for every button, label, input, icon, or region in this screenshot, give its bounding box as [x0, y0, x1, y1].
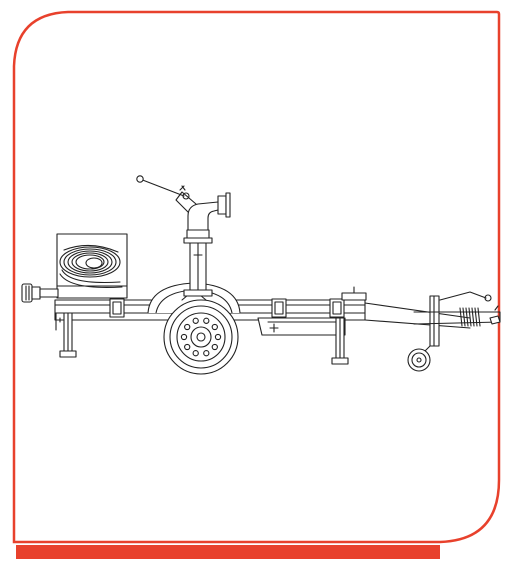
monitor-mast: [183, 229, 213, 297]
frame-brackets: [109, 298, 345, 318]
road-wheel: [163, 299, 239, 375]
hose-reel-basket: [56, 233, 128, 299]
hitch-spring-coil: [462, 307, 466, 327]
wheel-lug-hole: [184, 323, 191, 331]
wheel-lug-hole: [180, 333, 188, 341]
wheel-lug-hole: [214, 333, 222, 341]
wheel-lug-hole: [192, 350, 199, 357]
wheel-lug-hole: [211, 323, 218, 331]
accent-bar: [16, 545, 440, 559]
card-frame: [12, 10, 501, 544]
hitch-spring-coil: [468, 307, 472, 327]
hitch-spring-coil: [465, 307, 469, 327]
hitch-spring-coil: [459, 307, 463, 327]
front-platform: [341, 286, 367, 301]
hitch-spring-coil: [474, 307, 478, 327]
wheel-lug-hole: [203, 350, 210, 357]
hitch-spring-coil: [477, 307, 481, 327]
trailer-line-drawing: [21, 175, 501, 375]
water-monitor-head: [136, 175, 231, 231]
wheel-lug-hole: [192, 317, 199, 324]
hitch-spring-coil: [471, 307, 475, 327]
wheel-lug-hole: [203, 317, 210, 324]
jockey-wheel-hitch: [407, 291, 501, 372]
wheel-lug-hole: [184, 343, 191, 351]
stabilizer-legs: [55, 312, 349, 365]
wheel-lug-hole: [211, 343, 218, 351]
rear-hose-coupling: [21, 283, 59, 303]
